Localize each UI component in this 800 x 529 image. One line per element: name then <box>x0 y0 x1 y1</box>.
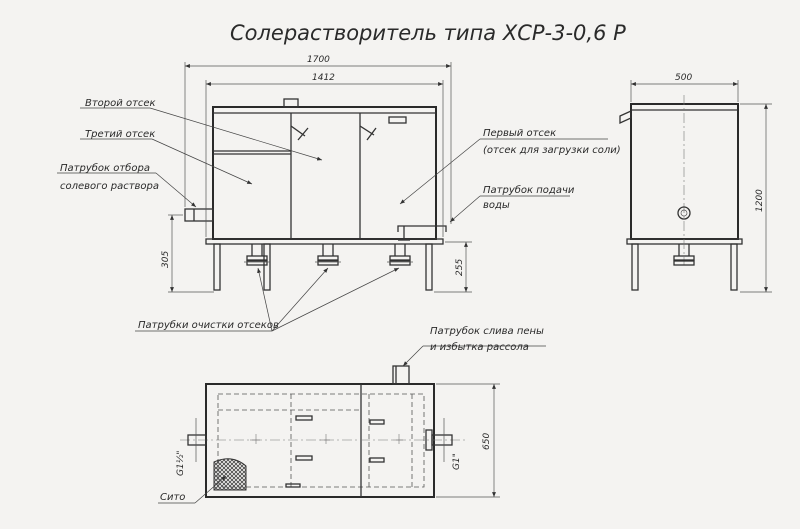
label-first-compartment: Первый отсек <box>483 128 556 139</box>
base-frame <box>205 238 444 245</box>
plan-water-inlet <box>431 434 453 446</box>
side-leg-right <box>730 243 738 291</box>
label-water-inlet-2: воды <box>483 200 510 211</box>
side-outlet-circle <box>677 206 691 220</box>
dim-plan-width: 650 <box>482 433 492 450</box>
dim-leg-height: 255 <box>455 259 465 276</box>
label-cleaning-nozzles: Патрубки очистки отсеков <box>138 319 279 331</box>
label-brine-outlet-1: Патрубок отбора <box>60 162 150 174</box>
tank-body <box>212 106 437 240</box>
plan-foam-drain-nozzle <box>392 365 410 385</box>
dim-thread-right: G1" <box>452 453 462 470</box>
inspection-hatch <box>388 116 407 124</box>
dim-overall-length: 1700 <box>307 55 330 65</box>
side-top-nozzle <box>619 109 632 125</box>
label-water-inlet-1: Патрубок подачи <box>483 184 575 196</box>
plan-view: 650 G1½" G1" <box>158 345 546 504</box>
dim-width: 500 <box>675 73 692 83</box>
water-inlet-pipe <box>397 225 447 232</box>
label-first-compartment-note: (отсек для загрузки соли) <box>483 145 621 156</box>
label-foam-drain-2: и избытка рассола <box>430 341 529 353</box>
dim-body-length: 1412 <box>312 73 335 83</box>
side-view: 500 1200 <box>619 73 772 293</box>
cleaning-nozzle-3 <box>387 244 413 266</box>
dim-height: 1200 <box>755 189 765 212</box>
brine-outlet-nozzle <box>184 208 214 222</box>
sieve-mesh <box>213 458 247 491</box>
label-brine-outlet-2: солевого раствора <box>60 181 159 192</box>
dim-outlet-height: 305 <box>161 251 171 268</box>
cleaning-nozzle-1 <box>244 244 270 266</box>
label-second-compartment: Второй отсек <box>85 98 156 109</box>
label-foam-drain-1: Патрубок слива пены <box>430 325 544 337</box>
side-leg-left <box>631 243 639 291</box>
cleaning-nozzle-2 <box>315 244 341 266</box>
label-third-compartment: Третий отсек <box>85 129 155 140</box>
side-bottom-flange <box>673 255 695 261</box>
leg-front-right <box>425 243 433 291</box>
leg-front-left <box>213 243 221 291</box>
plan-brine-outlet <box>187 434 207 446</box>
drawing-title: Солерастворитель типа ХСР-3-0,6 Р <box>230 21 626 45</box>
leg-front-mid <box>263 243 271 291</box>
front-view: 1700 1412 305 255 <box>57 55 608 332</box>
dim-thread-left: G1½" <box>176 450 186 476</box>
label-sieve: Сито <box>160 492 185 503</box>
top-nozzle <box>283 98 299 108</box>
